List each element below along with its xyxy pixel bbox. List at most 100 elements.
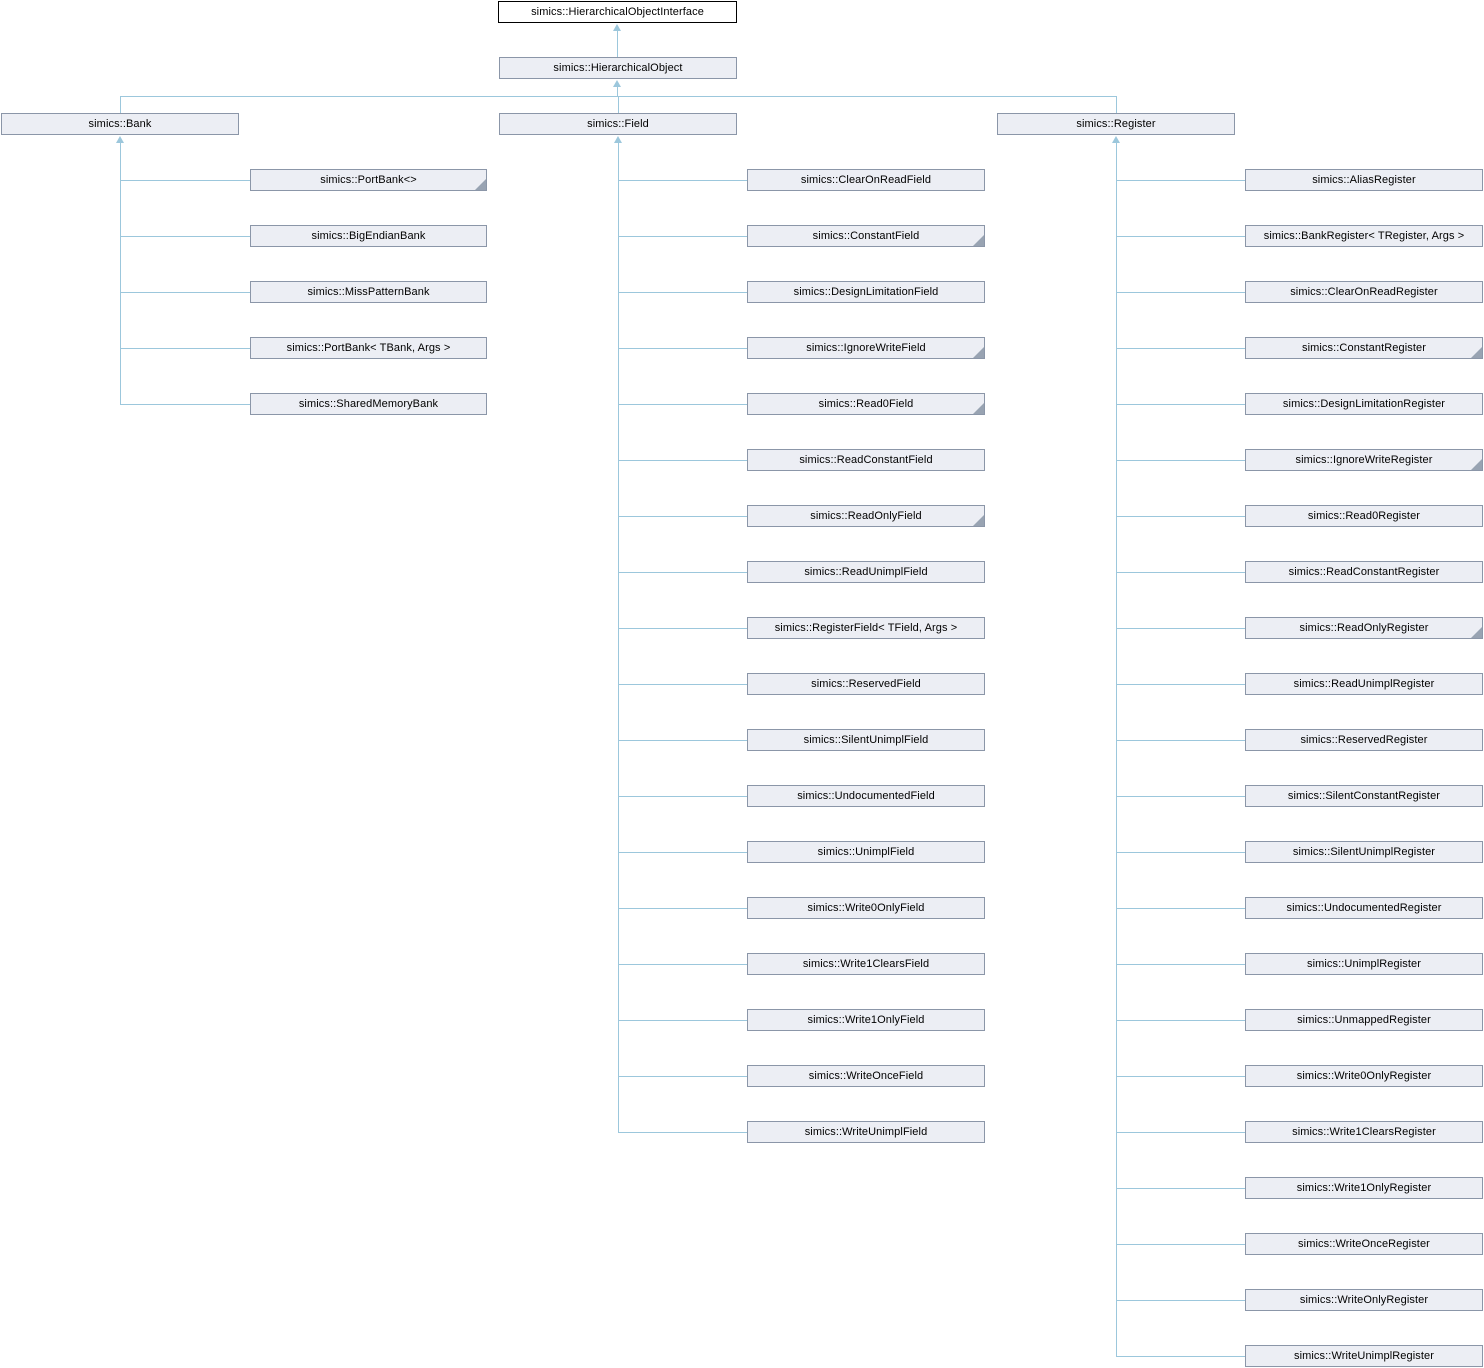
inheritance-edge — [1116, 796, 1245, 797]
inheritance-edge — [617, 87, 618, 96]
class-node-label: simics::BigEndianBank — [311, 230, 426, 242]
class-node-simics-reservedregister[interactable]: simics::ReservedRegister — [1245, 729, 1483, 751]
folded-corner-icon — [1471, 347, 1482, 358]
class-node-label: simics::DesignLimitationRegister — [1282, 398, 1446, 410]
class-node-simics-write1onlyregister[interactable]: simics::Write1OnlyRegister — [1245, 1177, 1483, 1199]
class-node-simics-hierarchicalobjectinterface[interactable]: simics::HierarchicalObjectInterface — [498, 1, 737, 23]
class-node-simics-silentunimplregister[interactable]: simics::SilentUnimplRegister — [1245, 841, 1483, 863]
inheritance-edge — [617, 31, 618, 57]
class-node-simics-unmappedregister[interactable]: simics::UnmappedRegister — [1245, 1009, 1483, 1031]
class-node-simics-register[interactable]: simics::Register — [997, 113, 1235, 135]
class-node-simics-readonlyregister[interactable]: simics::ReadOnlyRegister — [1245, 617, 1483, 639]
inheritance-edge — [618, 572, 747, 573]
class-node-simics-bigendianbank[interactable]: simics::BigEndianBank — [250, 225, 487, 247]
class-node-simics-write0onlyfield[interactable]: simics::Write0OnlyField — [747, 897, 985, 919]
class-node-simics-readunimplfield[interactable]: simics::ReadUnimplField — [747, 561, 985, 583]
inheritance-edge — [1116, 908, 1245, 909]
class-node-simics-unimplfield[interactable]: simics::UnimplField — [747, 841, 985, 863]
class-node-simics-clearonreadfield[interactable]: simics::ClearOnReadField — [747, 169, 985, 191]
inheritance-edge — [1116, 1300, 1245, 1301]
inheritance-edge — [618, 796, 747, 797]
folded-corner-icon — [973, 235, 984, 246]
class-node-simics-constantfield[interactable]: simics::ConstantField — [747, 225, 985, 247]
class-node-simics-undocumentedregister[interactable]: simics::UndocumentedRegister — [1245, 897, 1483, 919]
class-node-simics-write0onlyregister[interactable]: simics::Write0OnlyRegister — [1245, 1065, 1483, 1087]
inheritance-edge — [1116, 1020, 1245, 1021]
class-node-simics-writeunimplfield[interactable]: simics::WriteUnimplField — [747, 1121, 985, 1143]
arrow-up-icon — [614, 136, 622, 143]
class-node-simics-clearonreadregister[interactable]: simics::ClearOnReadRegister — [1245, 281, 1483, 303]
inheritance-edge — [1116, 180, 1245, 181]
class-node-simics-reservedfield[interactable]: simics::ReservedField — [747, 673, 985, 695]
arrow-up-icon — [1112, 136, 1120, 143]
class-node-simics-portbank[interactable]: simics::PortBank<> — [250, 169, 487, 191]
folded-corner-icon — [475, 179, 486, 190]
class-node-label: simics::Write0OnlyRegister — [1296, 1070, 1432, 1082]
class-node-label: simics::ReadOnlyRegister — [1299, 622, 1429, 634]
class-node-simics-designlimitationregister[interactable]: simics::DesignLimitationRegister — [1245, 393, 1483, 415]
class-node-label: simics::HierarchicalObjectInterface — [531, 6, 704, 18]
class-node-simics-unimplregister[interactable]: simics::UnimplRegister — [1245, 953, 1483, 975]
inheritance-edge — [1116, 1132, 1245, 1133]
class-node-simics-ignorewritefield[interactable]: simics::IgnoreWriteField — [747, 337, 985, 359]
class-node-label: simics::UnmappedRegister — [1297, 1014, 1431, 1026]
inheritance-edge — [120, 292, 250, 293]
class-node-simics-bank[interactable]: simics::Bank — [1, 113, 239, 135]
class-node-simics-readonlyfield[interactable]: simics::ReadOnlyField — [747, 505, 985, 527]
class-node-simics-write1clearsregister[interactable]: simics::Write1ClearsRegister — [1245, 1121, 1483, 1143]
class-node-simics-hierarchicalobject[interactable]: simics::HierarchicalObject — [499, 57, 737, 79]
class-node-simics-readconstantregister[interactable]: simics::ReadConstantRegister — [1245, 561, 1483, 583]
class-node-simics-readunimplregister[interactable]: simics::ReadUnimplRegister — [1245, 673, 1483, 695]
class-node-simics-sharedmemorybank[interactable]: simics::SharedMemoryBank — [250, 393, 487, 415]
inheritance-edge — [120, 404, 250, 405]
class-node-simics-undocumentedfield[interactable]: simics::UndocumentedField — [747, 785, 985, 807]
inheritance-edge — [120, 236, 250, 237]
class-node-label: simics::ReadUnimplField — [804, 566, 928, 578]
class-node-label: simics::UnimplField — [817, 846, 915, 858]
class-node-simics-aliasregister[interactable]: simics::AliasRegister — [1245, 169, 1483, 191]
class-node-simics-registerfield-tfield-args[interactable]: simics::RegisterField< TField, Args > — [747, 617, 985, 639]
class-node-simics-silentconstantregister[interactable]: simics::SilentConstantRegister — [1245, 785, 1483, 807]
class-node-label: simics::WriteOnceRegister — [1298, 1238, 1430, 1250]
inheritance-edge — [618, 964, 747, 965]
class-node-simics-write1clearsfield[interactable]: simics::Write1ClearsField — [747, 953, 985, 975]
class-node-label: simics::Write1OnlyField — [807, 1014, 925, 1026]
inheritance-edge — [1116, 460, 1245, 461]
inheritance-edge — [120, 143, 121, 405]
class-node-label: simics::MissPatternBank — [307, 286, 430, 298]
class-node-simics-designlimitationfield[interactable]: simics::DesignLimitationField — [747, 281, 985, 303]
class-node-label: simics::UnimplRegister — [1306, 958, 1422, 970]
inheritance-edge — [1116, 1356, 1245, 1357]
inheritance-edge — [1116, 143, 1117, 1357]
class-node-simics-misspatternbank[interactable]: simics::MissPatternBank — [250, 281, 487, 303]
class-node-label: simics::ReadUnimplRegister — [1293, 678, 1435, 690]
class-node-label: simics::DesignLimitationField — [793, 286, 939, 298]
class-node-simics-silentunimplfield[interactable]: simics::SilentUnimplField — [747, 729, 985, 751]
class-node-simics-portbank-tbank-args[interactable]: simics::PortBank< TBank, Args > — [250, 337, 487, 359]
class-node-simics-ignorewriteregister[interactable]: simics::IgnoreWriteRegister — [1245, 449, 1483, 471]
class-node-simics-readconstantfield[interactable]: simics::ReadConstantField — [747, 449, 985, 471]
inheritance-edge — [1116, 684, 1245, 685]
inheritance-edge — [618, 236, 747, 237]
inheritance-edge — [1116, 516, 1245, 517]
class-node-simics-writeoncefield[interactable]: simics::WriteOnceField — [747, 1065, 985, 1087]
class-node-simics-writeonceregister[interactable]: simics::WriteOnceRegister — [1245, 1233, 1483, 1255]
inheritance-edge — [618, 348, 747, 349]
class-node-simics-bankregister-tregister-args[interactable]: simics::BankRegister< TRegister, Args > — [1245, 225, 1483, 247]
class-node-label: simics::WriteOnceField — [808, 1070, 924, 1082]
class-node-simics-write1onlyfield[interactable]: simics::Write1OnlyField — [747, 1009, 985, 1031]
class-node-label: simics::IgnoreWriteRegister — [1295, 454, 1433, 466]
class-node-simics-constantregister[interactable]: simics::ConstantRegister — [1245, 337, 1483, 359]
class-node-label: simics::ConstantField — [812, 230, 920, 242]
class-node-simics-writeonlyregister[interactable]: simics::WriteOnlyRegister — [1245, 1289, 1483, 1311]
folded-corner-icon — [973, 403, 984, 414]
class-node-simics-field[interactable]: simics::Field — [499, 113, 737, 135]
class-node-simics-writeunimplregister[interactable]: simics::WriteUnimplRegister — [1245, 1345, 1483, 1367]
class-node-simics-read0register[interactable]: simics::Read0Register — [1245, 505, 1483, 527]
inheritance-edge — [618, 740, 747, 741]
folded-corner-icon — [1471, 459, 1482, 470]
inheritance-edge — [1116, 1244, 1245, 1245]
class-node-simics-read0field[interactable]: simics::Read0Field — [747, 393, 985, 415]
inheritance-edge — [618, 96, 619, 113]
folded-corner-icon — [1471, 627, 1482, 638]
